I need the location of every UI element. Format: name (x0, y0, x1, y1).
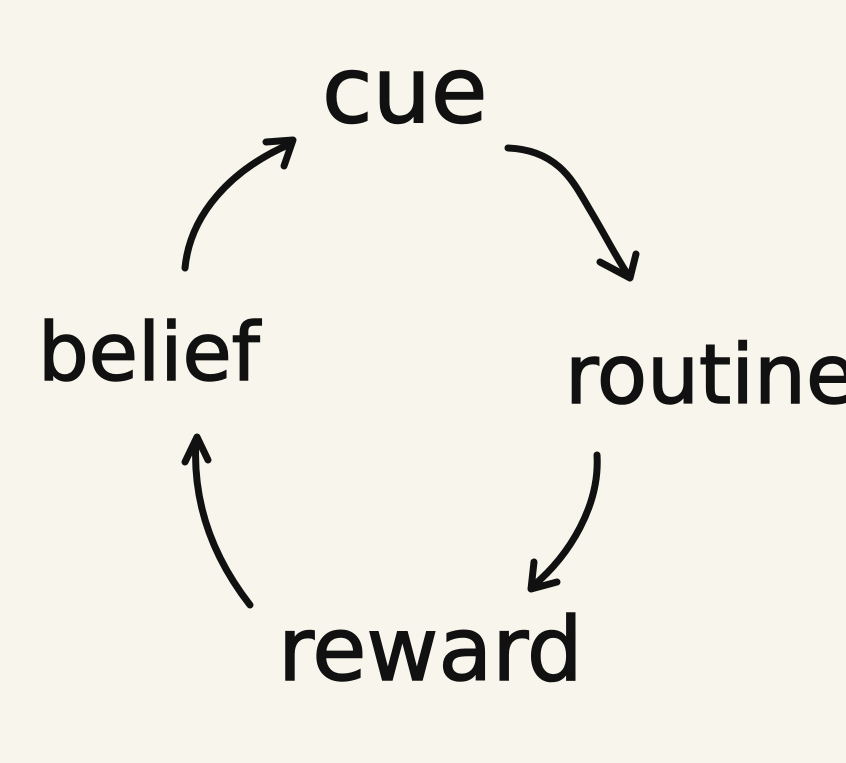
node-belief: belief (38, 306, 262, 399)
node-routine: routine (565, 328, 846, 423)
node-reward: reward (278, 598, 583, 701)
arrow-routine-to-reward (527, 451, 601, 593)
arrow-cue-to-routine (504, 144, 640, 282)
arrow-reward-to-belief (181, 433, 254, 609)
arrow-belief-to-cue (181, 136, 297, 272)
node-cue: cue (322, 37, 488, 144)
